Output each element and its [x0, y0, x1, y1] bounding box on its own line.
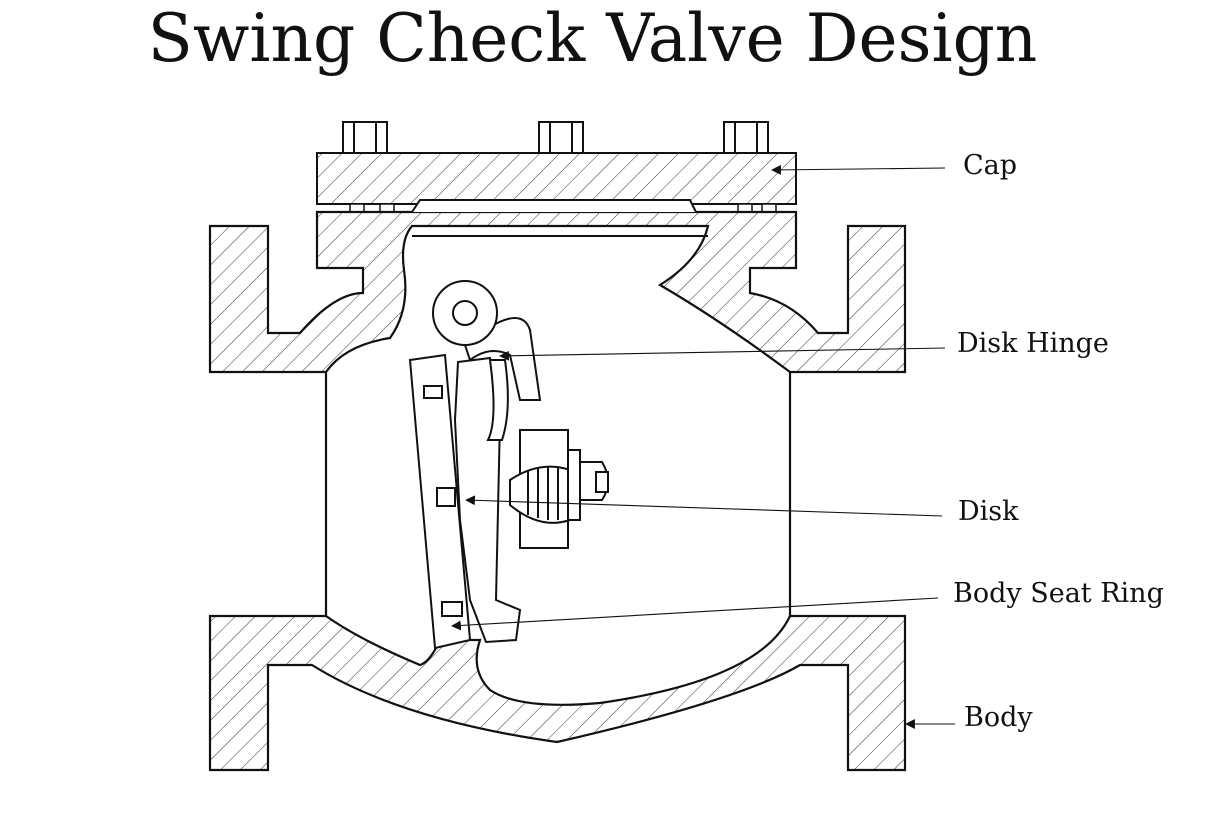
label-disk: Disk: [958, 496, 1019, 527]
cap-bolts: [342, 121, 769, 155]
page-title: Swing Check Valve Design: [147, 0, 1038, 77]
valve-body: [208, 199, 907, 772]
label-disk-hinge: Disk Hinge: [957, 328, 1109, 359]
label-body: Body: [964, 702, 1033, 733]
cap: [316, 152, 797, 213]
leader-lines: [451, 164, 955, 729]
disk-assembly: [408, 280, 609, 650]
label-cap: Cap: [963, 150, 1018, 181]
label-body-seat-ring: Body Seat Ring: [953, 578, 1164, 609]
